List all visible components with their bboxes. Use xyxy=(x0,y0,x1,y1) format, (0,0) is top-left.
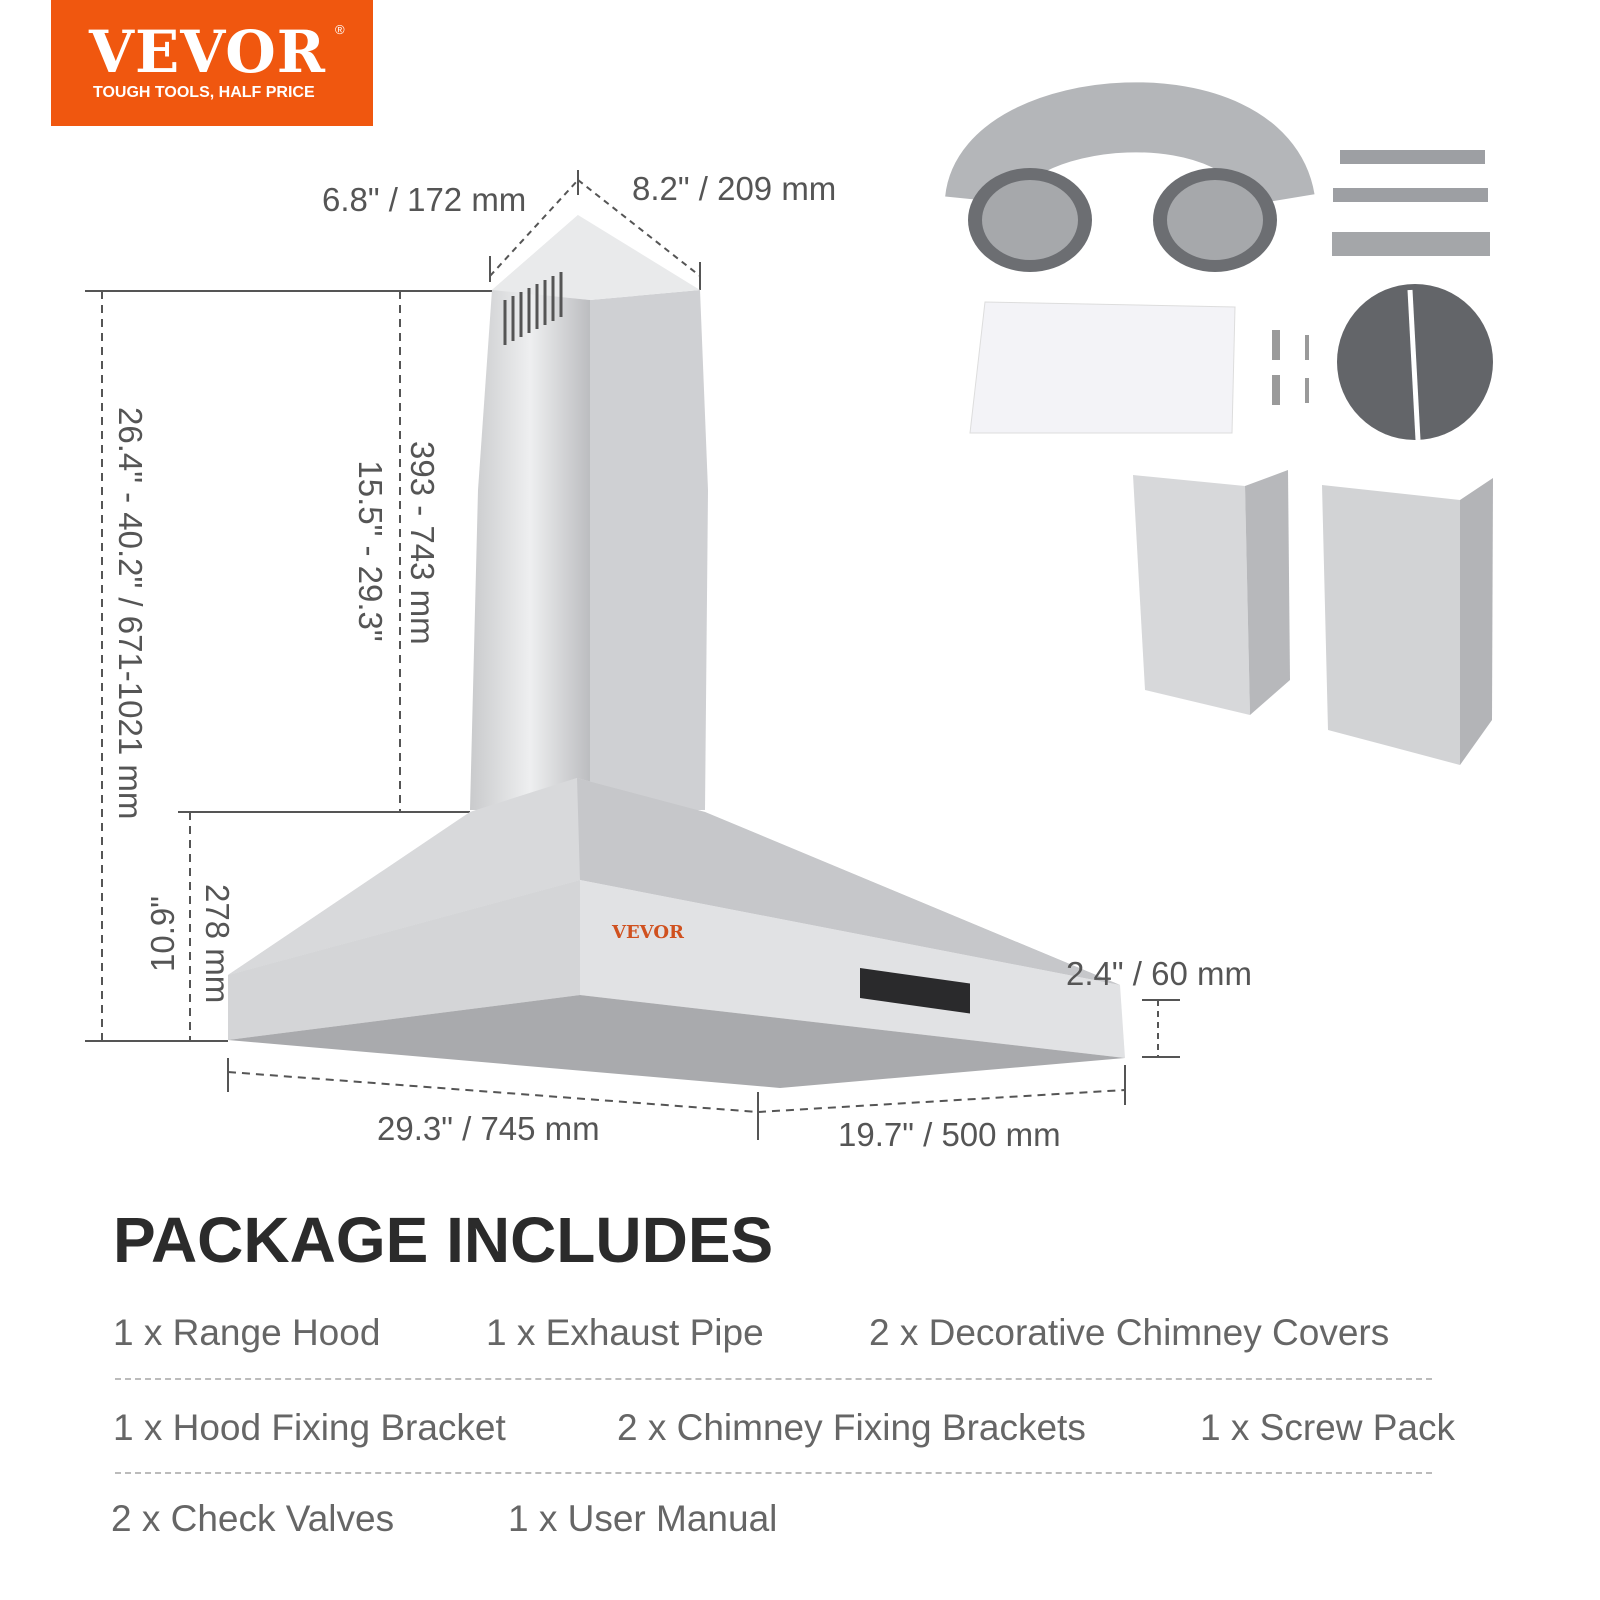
exhaust-pipe xyxy=(945,82,1315,272)
package-title: PACKAGE INCLUDES xyxy=(113,1204,774,1276)
package-item: 2 x Chimney Fixing Brackets xyxy=(617,1407,1086,1448)
hood-logo: VEVOR xyxy=(611,922,685,943)
total-height-label: 26.4" - 40.2" / 671-1021 mm xyxy=(112,407,149,820)
decorative-chimney-covers xyxy=(1133,470,1493,765)
chimney-height-mm-label: 393 - 743 mm xyxy=(404,441,441,645)
package-item: 2 x Decorative Chimney Covers xyxy=(869,1312,1390,1353)
package-item: 1 x User Manual xyxy=(508,1498,778,1539)
logo-brand: VEVOR xyxy=(89,18,326,86)
registered-mark: ® xyxy=(335,22,345,37)
package-item: 2 x Check Valves xyxy=(111,1498,395,1539)
package-item: 1 x Hood Fixing Bracket xyxy=(113,1407,506,1448)
package-item: 1 x Screw Pack xyxy=(1200,1407,1455,1448)
package-item: 1 x Range Hood xyxy=(113,1312,381,1353)
hood-fixing-bracket xyxy=(1332,232,1490,256)
chimney-vent-slots xyxy=(503,272,563,345)
vevor-logo: VEVOR ® TOUGH TOOLS, HALF PRICE xyxy=(51,0,373,126)
chimney-depth-label: 6.8" / 172 mm xyxy=(322,181,527,218)
package-item: 1 x Exhaust Pipe xyxy=(486,1312,764,1353)
divider xyxy=(115,1472,1432,1474)
dimension-lines xyxy=(85,170,1180,1140)
logo-tagline: TOUGH TOOLS, HALF PRICE xyxy=(93,84,315,101)
depth-label: 19.7" / 500 mm xyxy=(838,1116,1061,1153)
divider xyxy=(115,1378,1432,1380)
hood-height-mm-label: 278 mm xyxy=(199,884,236,1004)
chimney-width-label: 8.2" / 209 mm xyxy=(632,170,837,207)
width-label: 29.3" / 745 mm xyxy=(377,1110,600,1147)
chimney-height-in-label: 15.5" - 29.3" xyxy=(352,460,389,642)
range-hood: VEVOR xyxy=(228,215,1125,1088)
chimney-fixing-brackets xyxy=(1333,150,1488,202)
hood-height-in-label: 10.9" xyxy=(144,896,181,972)
check-valves xyxy=(1337,284,1493,441)
user-manual xyxy=(969,301,1236,434)
screw-pack xyxy=(1272,330,1309,405)
front-height-label: 2.4" / 60 mm xyxy=(1066,955,1252,992)
